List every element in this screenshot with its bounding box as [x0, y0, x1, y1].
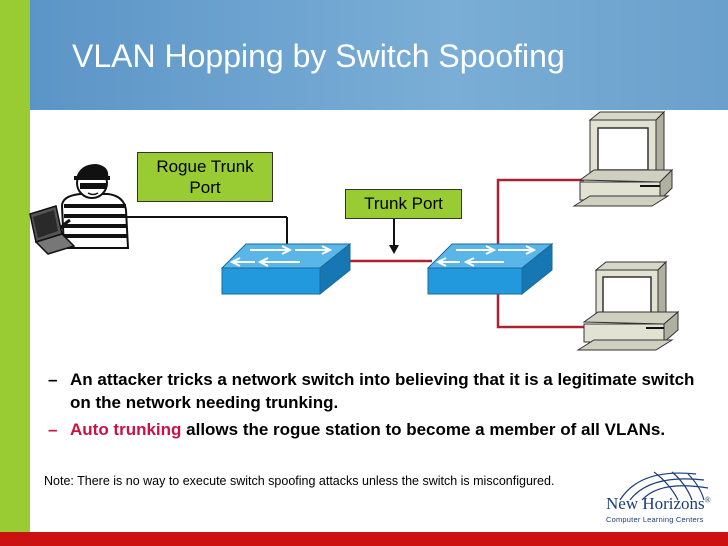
bullet-marker: – [48, 370, 58, 389]
bullet-text: An attacker tricks a network switch into… [70, 370, 695, 412]
laptop-icon [29, 205, 76, 255]
attacker-icon [50, 164, 130, 249]
globe-icon [619, 471, 709, 501]
link-to-bottom-computer [496, 290, 584, 329]
bullet-item: – An attacker tricks a network switch in… [48, 368, 708, 414]
brand-logo: New Horizons® Computer Learning Centers [600, 470, 712, 526]
page-title: VLAN Hopping by Switch Spoofing [72, 38, 565, 74]
switch-icon [426, 242, 554, 296]
bullet-highlight: Auto trunking [70, 420, 182, 439]
trunk-port-arrowhead [389, 245, 399, 254]
bullet-text: allows the rogue station to become a mem… [181, 420, 666, 439]
rogue-trunk-port-label-line2: Port [189, 178, 221, 197]
left-accent-strip [0, 0, 30, 546]
brand-tagline: Computer Learning Centers [606, 515, 704, 524]
bullet-marker: – [48, 420, 58, 439]
rogue-trunk-port-label-line1: Rogue Trunk [156, 157, 254, 176]
link-to-top-computer [496, 178, 584, 247]
bullet-item: – Auto trunking allows the rogue station… [48, 418, 708, 441]
bullet-list: – An attacker tricks a network switch in… [48, 368, 708, 443]
computer-icon [576, 260, 680, 351]
rogue-trunk-port-label: Rogue Trunk Port [137, 152, 273, 202]
header: VLAN Hopping by Switch Spoofing [30, 0, 728, 110]
computer-icon [572, 110, 674, 207]
trunk-port-label: Trunk Port [345, 189, 462, 219]
switch-icon [220, 242, 352, 296]
footnote: Note: There is no way to execute switch … [44, 474, 555, 488]
brand-name: New Horizons® [606, 494, 711, 513]
footer-bar [0, 532, 728, 546]
